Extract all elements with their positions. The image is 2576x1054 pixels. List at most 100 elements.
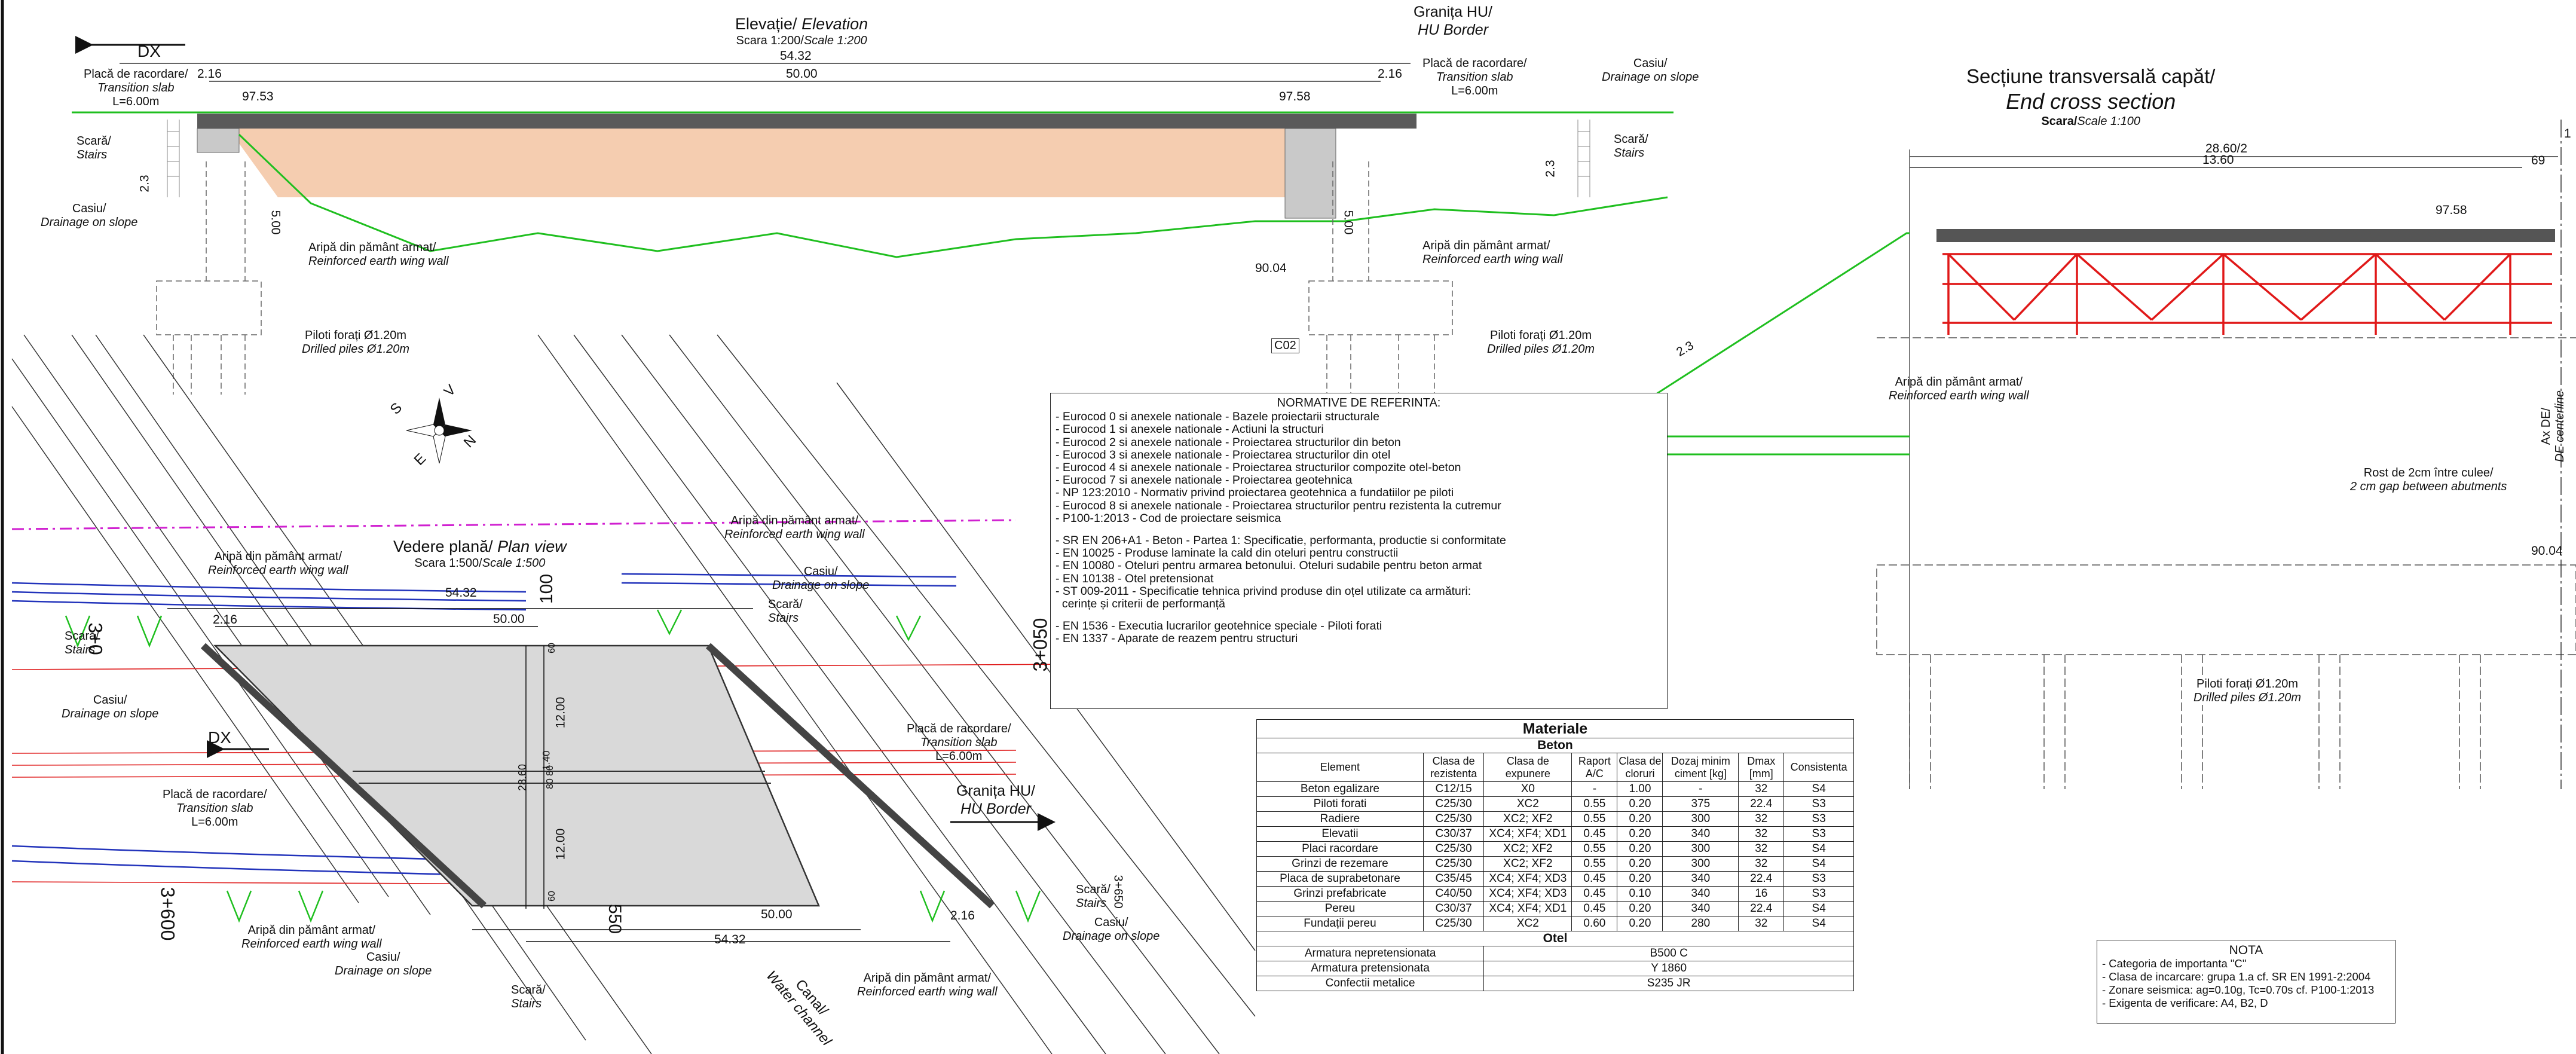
plan-drain-l: Casiu/ Drainage on slope (62, 693, 158, 721)
section-base-level: 90.04 (2531, 544, 2563, 558)
section-scale-ro: Scara/ (2041, 114, 2078, 128)
plan-stairs-tr-en: Stairs (768, 612, 799, 625)
plan-drain-b: Casiu/ Drainage on slope (335, 951, 432, 978)
plan-diagonal-lines (11, 334, 1256, 1054)
material-cell: C25/30 (1422, 796, 1485, 812)
elevation-left-level: 97.53 (242, 90, 274, 103)
col-header: Clasa de rezistenta (1422, 752, 1485, 783)
norms-group-2: - SR EN 206+A1 - Beton - Partea 1: Speci… (1056, 534, 1662, 610)
norm-item: - EN 10080 - Oteluri pentru armarea beto… (1056, 559, 1482, 573)
material-cell: 340 (1662, 886, 1739, 902)
plan-dimensions (167, 608, 950, 942)
plan-wing-bl: Aripă din pământ armat/ Reinforced earth… (241, 924, 382, 951)
material-cell: Fundații pereu (1256, 916, 1424, 932)
col-header: Raport A/C (1571, 752, 1618, 783)
material-cell: XC2; XF2 (1483, 841, 1572, 857)
norm-item: - ST 009-2011 - Specificatie tehnica pri… (1056, 584, 1471, 598)
material-cell: C25/30 (1422, 856, 1485, 872)
elevation-border-ro: Granița HU/ (1414, 4, 1492, 20)
elevation-wing-right-en: Reinforced earth wing wall (1422, 253, 1563, 266)
norm-item: - EN 10138 - Otel pretensionat (1056, 572, 1214, 585)
plan-stairs-tr-ro: Scară/ (768, 598, 803, 611)
section-title: Secțiune transversală capăt/ End cross s… (1966, 65, 2215, 129)
norm-item: - Eurocod 2 si anexele nationale - Proie… (1056, 435, 1401, 449)
plan-green-drains (65, 609, 1041, 923)
elevation-stairs-left: Scară/ Stairs (77, 135, 111, 162)
bridge-deck (197, 114, 1417, 129)
right-abutment-wall (1284, 128, 1336, 219)
elevation-drain-right: Casiu/ Drainage on slope (1602, 57, 1699, 84)
materials-table: Materiale Beton Element Clasa de reziste… (1256, 719, 1854, 992)
steel-grade: S235 JR (1483, 976, 1854, 992)
plan-wing-bl-ro: Aripă din pământ armat/ (247, 924, 375, 937)
plan-wing-tl: Aripă din pământ armat/ Reinforced earth… (208, 550, 348, 578)
elevation-dim-span-label: 50.00 (786, 67, 818, 81)
material-cell: Pereu (1256, 901, 1424, 917)
elevation-dim-total-label: 54.32 (780, 49, 812, 63)
material-cell: 0.55 (1571, 811, 1618, 827)
plan-drain-tr-ro: Casiu/ (803, 565, 838, 578)
materials-header-row: Element Clasa de rezistenta Clasa de exp… (1256, 752, 1854, 783)
material-cell: Grinzi prefabricate (1256, 886, 1424, 902)
plan-drain-tr: Casiu/ Drainage on slope (772, 565, 869, 592)
elevation-dim-right-slab: 2.16 (1378, 67, 1402, 81)
section-dim-right-a: 69 (2531, 154, 2546, 167)
material-cell: Placa de suprabetonare (1256, 871, 1424, 887)
material-cell: C12/15 (1422, 781, 1485, 798)
right-foundation (1308, 161, 1453, 395)
plan-slab-l-ro: Placă de racordare/ (163, 788, 267, 801)
plan-stairs-b-ro: Scară/ (511, 983, 546, 997)
plan-drain-tr-en: Drainage on slope (772, 579, 870, 592)
plan-slab-r-len: L=6.00m (935, 750, 983, 763)
material-cell: Grinzi de rezemare (1256, 856, 1424, 872)
plan-wing-br-en: Reinforced earth wing wall (857, 985, 998, 998)
plan-stairs-b-en: Stairs (511, 997, 542, 1010)
elevation-wing-left-ro: Aripă din pământ armat/ (308, 241, 436, 254)
note-heading: NOTA (2229, 943, 2263, 957)
material-cell: 0.20 (1617, 871, 1663, 887)
material-cell: 32 (1738, 841, 1785, 857)
section-gap-en: 2 cm gap between abutments (2350, 480, 2507, 493)
plan-border-ro: Granița HU/ (956, 783, 1035, 799)
plan-wing-bl-en: Reinforced earth wing wall (241, 937, 382, 951)
steel-item: Armatura nepretensionata (1256, 946, 1485, 962)
norm-item: - NP 123:2010 - Normativ privind proiect… (1056, 486, 1454, 500)
plan-title-en: Plan view (497, 537, 567, 555)
material-cell: 32 (1738, 781, 1785, 798)
plan-drain-b-ro: Casiu/ (366, 951, 400, 964)
plan-drain-br: Casiu/ Drainage on slope (1063, 916, 1159, 943)
material-cell: S3 (1783, 886, 1854, 902)
material-cell: 0.60 (1571, 916, 1618, 932)
norm-item: - Eurocod 3 si anexele nationale - Proie… (1056, 448, 1391, 462)
plan-title-ro: Vedere plană/ (393, 537, 493, 555)
plan-dim-bottom-total: 54.32 (714, 933, 746, 946)
material-cell: 16 (1738, 886, 1785, 902)
note-item: - Zonare seismica: ag=0.10g, Tc=0.70s cf… (2102, 983, 2375, 996)
material-cell: 0.45 (1571, 826, 1618, 842)
plan-dim-top-total: 54.32 (445, 586, 477, 600)
elevation-drain-left-ro: Casiu/ (72, 202, 106, 215)
material-cell: 32 (1738, 826, 1785, 842)
material-cell: XC2 (1483, 796, 1572, 812)
material-cell: S4 (1783, 856, 1854, 872)
material-cell: C25/30 (1422, 841, 1485, 857)
elevation-right-level: 97.58 (1279, 90, 1311, 103)
col-header: Dmax [mm] (1738, 752, 1785, 783)
elevation-transition-right-ro: Placă de racordare/ (1422, 57, 1527, 70)
material-cell: - (1662, 781, 1739, 798)
material-cell: S3 (1783, 796, 1854, 812)
plan-abutment-left (200, 643, 487, 909)
elevation-wing-left: Aripă din pământ armat/ Reinforced earth… (308, 241, 449, 268)
section-deck (1936, 229, 2555, 242)
plan-dim-w-a: 80 (544, 765, 555, 776)
boundary-line-top (11, 519, 1017, 530)
col-header: Dozaj minim ciment [kg] (1662, 752, 1739, 783)
plan-slab-l-en: Transition slab (176, 802, 253, 815)
plan-slab-r-en: Transition slab (920, 736, 998, 749)
elevation-scale-ro: Scara 1:200/ (736, 34, 804, 48)
